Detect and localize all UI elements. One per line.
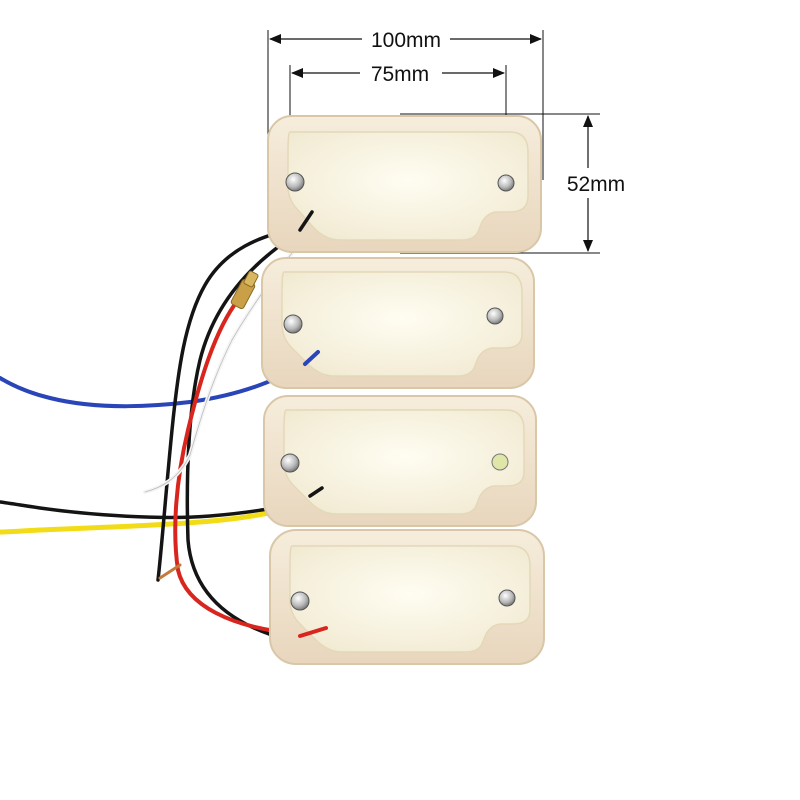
copper-wire-tip — [158, 563, 182, 580]
wire-entry-light-3 — [308, 486, 324, 498]
wire-entries — [298, 210, 328, 638]
black-wire-bottom — [185, 230, 302, 638]
wire-entry-light-1 — [298, 210, 314, 232]
mounting-nut-right — [491, 453, 509, 471]
mounting-nut-right — [486, 307, 504, 325]
light-lens — [281, 271, 523, 377]
marker-light-4 — [269, 529, 545, 665]
marker-light-3 — [263, 395, 537, 527]
wire-entry-light-4 — [298, 626, 328, 638]
mounting-nut-left — [283, 314, 303, 334]
marker-light-1 — [267, 115, 542, 253]
wire-entry-light-2 — [303, 350, 320, 366]
mounting-nut-left — [280, 453, 300, 473]
black-wire-long — [156, 226, 302, 582]
mounting-nut-left — [290, 591, 310, 611]
light-lens — [289, 545, 531, 653]
red-wire — [173, 298, 302, 636]
mounting-nut-left — [285, 172, 305, 192]
width-dimension-label: 100mm — [371, 29, 441, 52]
marker-light-2 — [261, 257, 535, 389]
spade-terminal — [230, 270, 259, 310]
mounting-nut-right — [498, 589, 516, 607]
height-dimension-label: 52mm — [567, 173, 625, 196]
hole-spacing-label: 75mm — [371, 63, 429, 86]
blue-wire — [0, 360, 307, 409]
mounting-nut-right — [497, 174, 515, 192]
light-lens — [287, 131, 529, 241]
